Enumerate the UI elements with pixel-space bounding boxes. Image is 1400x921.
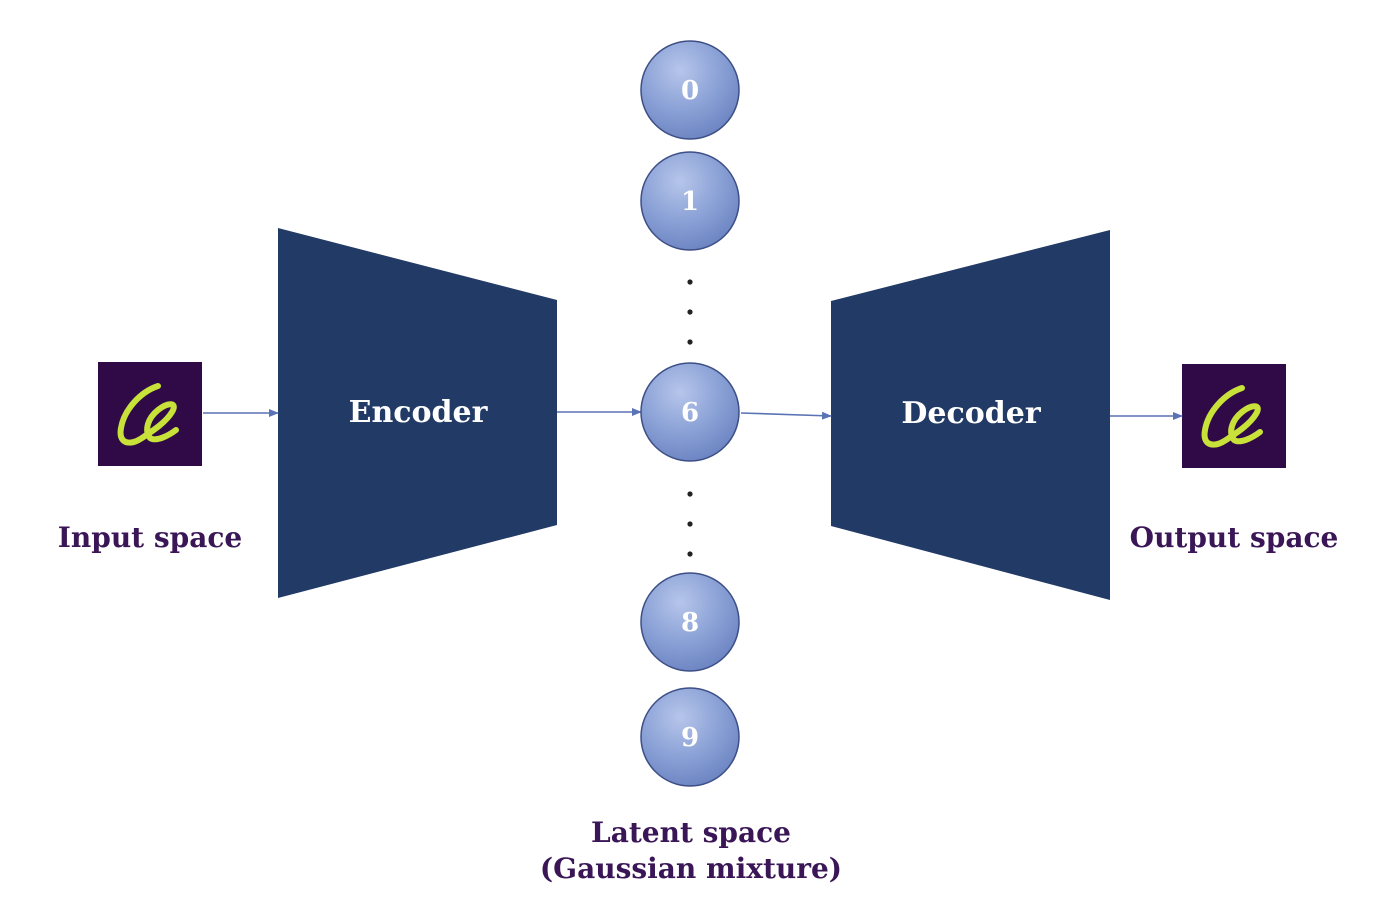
arrow-latent-to-decoder xyxy=(740,411,832,420)
latent-node-0: 0 xyxy=(640,40,740,140)
latent-node-6: 6 xyxy=(640,362,740,462)
decoder-label: Decoder xyxy=(901,396,1041,431)
latent-node-9: 9 xyxy=(640,687,740,787)
latent-space-caption-line1: Latent space xyxy=(591,816,791,849)
encoder-block: Encoder xyxy=(278,228,557,598)
ellipsis-upper xyxy=(687,279,693,345)
ellipsis-lower xyxy=(687,491,693,557)
input-space-caption: Input space xyxy=(58,521,242,554)
latent-node-9-label: 9 xyxy=(681,723,699,753)
decoder-block: Decoder xyxy=(831,230,1110,600)
latent-node-8: 8 xyxy=(640,572,740,672)
latent-node-8-label: 8 xyxy=(681,608,699,638)
latent-node-6-label: 6 xyxy=(681,398,699,428)
output-digit-image xyxy=(1182,364,1286,468)
encoder-label: Encoder xyxy=(349,395,489,430)
latent-node-0-label: 0 xyxy=(681,76,699,106)
output-space-caption: Output space xyxy=(1130,521,1339,554)
latent-node-1: 1 xyxy=(640,151,740,251)
input-digit-image xyxy=(98,362,202,466)
latent-node-1-label: 1 xyxy=(681,187,699,217)
latent-space-caption-line2: (Gaussian mixture) xyxy=(540,852,842,885)
